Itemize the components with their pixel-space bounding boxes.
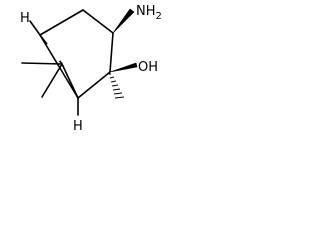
wedge-bond-hydroxyl: [109, 62, 138, 73]
label-h-bottom: H: [73, 119, 83, 134]
wedge-bond-amino: [112, 8, 135, 34]
bond-c4-c3: [109, 32, 114, 73]
hashed-bond-methyl: [109, 73, 125, 99]
bond-c1-c5: [39, 9, 84, 36]
label-amino: NH2: [136, 4, 162, 22]
bond-methyl-left: [21, 62, 63, 65]
molecule-structure: H H NH2 OH: [20, 4, 162, 134]
label-hydroxyl: OH: [138, 60, 158, 75]
bond-c2-c1: [39, 34, 79, 99]
bond-cbridge-c2: [61, 63, 79, 99]
bond-methyl-down: [41, 63, 63, 98]
label-h-top: H: [20, 11, 30, 26]
bond-c3-c2: [77, 71, 111, 99]
bond-c1-h: [29, 20, 41, 36]
label-amino-subscript: 2: [156, 11, 162, 22]
label-amino-text: NH: [136, 4, 156, 19]
bond-c5-c4: [82, 9, 114, 34]
